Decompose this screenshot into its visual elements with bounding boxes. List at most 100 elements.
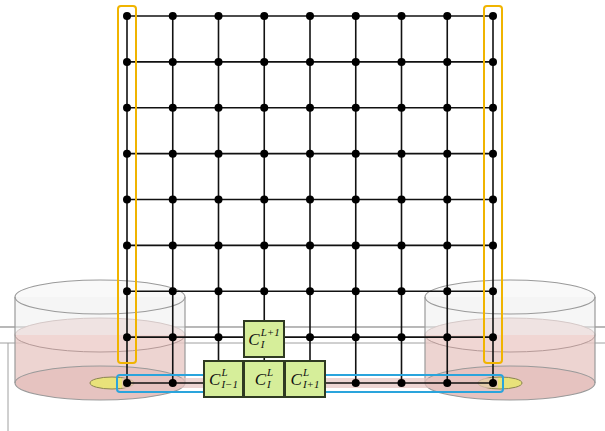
grid-node (398, 12, 406, 20)
concentration-cell: CLI+1 (284, 360, 326, 398)
grid-node (352, 104, 360, 112)
grid-node (489, 196, 497, 204)
grid-node (443, 241, 451, 249)
grid-node (215, 104, 223, 112)
grid-node (260, 287, 268, 295)
index-stack: L+1I (261, 327, 280, 350)
left-boundary-box (118, 6, 136, 363)
grid-node (489, 104, 497, 112)
grid-node (169, 196, 177, 204)
grid-node (398, 241, 406, 249)
grid-node (443, 150, 451, 158)
right-well (425, 280, 595, 400)
variable-symbol: C (248, 331, 259, 348)
cell-label: CL+1I (248, 327, 279, 350)
index-stack: LI (267, 367, 273, 390)
concentration-cell: CL+1I (243, 320, 285, 358)
grid-node (215, 287, 223, 295)
grid-node (352, 196, 360, 204)
grid-node (306, 287, 314, 295)
concentration-cell: CLI (243, 360, 285, 398)
grid-node (489, 287, 497, 295)
grid-node (489, 241, 497, 249)
grid-node (398, 150, 406, 158)
grid-node (215, 58, 223, 66)
index-stack: LI−1 (221, 367, 238, 390)
subscript-index: I (267, 379, 273, 391)
grid-node (489, 12, 497, 20)
grid-node (443, 12, 451, 20)
grid-node (398, 196, 406, 204)
grid-node (306, 333, 314, 341)
grid-node (306, 150, 314, 158)
grid-node (443, 196, 451, 204)
cell-label: CLI+1 (291, 367, 320, 390)
grid-node (215, 12, 223, 20)
grid-node (123, 379, 131, 387)
grid-node (123, 196, 131, 204)
grid-node (169, 287, 177, 295)
grid-node (489, 150, 497, 158)
grid-node (352, 58, 360, 66)
cell-label: CLI−1 (209, 367, 238, 390)
grid-node (489, 333, 497, 341)
grid-node (443, 379, 451, 387)
grid-node (215, 150, 223, 158)
grid-node (398, 104, 406, 112)
grid-node (260, 196, 268, 204)
grid-node (169, 104, 177, 112)
grid-node (169, 333, 177, 341)
superscript-index: L+1 (261, 327, 280, 339)
grid-node (260, 241, 268, 249)
grid-node (306, 58, 314, 66)
grid-node (489, 58, 497, 66)
grid-node (169, 58, 177, 66)
grid-node (352, 333, 360, 341)
grid-node (123, 12, 131, 20)
variable-symbol: C (209, 371, 220, 388)
grid-node (398, 379, 406, 387)
grid-node (260, 58, 268, 66)
grid-node (398, 333, 406, 341)
grid-node (123, 333, 131, 341)
subscript-index: I (261, 339, 280, 351)
grid-node (306, 12, 314, 20)
grid-node (123, 287, 131, 295)
grid-node (215, 196, 223, 204)
grid-node (260, 150, 268, 158)
grid-node (352, 12, 360, 20)
variable-symbol: C (255, 371, 266, 388)
grid-node (443, 287, 451, 295)
grid-node (123, 150, 131, 158)
grid-node (489, 379, 497, 387)
grid-node (443, 333, 451, 341)
grid-node (215, 333, 223, 341)
grid-node (352, 241, 360, 249)
grid-node (352, 150, 360, 158)
grid-node (352, 287, 360, 295)
grid-node (169, 241, 177, 249)
right-boundary-box (484, 6, 502, 363)
grid-node (306, 196, 314, 204)
grid-node (260, 12, 268, 20)
grid-node (306, 104, 314, 112)
grid-node (398, 287, 406, 295)
subscript-index: I+1 (303, 379, 320, 391)
variable-symbol: C (291, 371, 302, 388)
grid-node (123, 241, 131, 249)
grid-node (443, 58, 451, 66)
subscript-index: I−1 (221, 379, 238, 391)
concentration-cell: CLI−1 (203, 360, 244, 398)
grid-node (169, 150, 177, 158)
grid-node (215, 241, 223, 249)
cell-label: CLI (255, 367, 273, 390)
index-stack: LI+1 (303, 367, 320, 390)
grid-node (123, 104, 131, 112)
grid-node (123, 58, 131, 66)
grid-node (260, 104, 268, 112)
grid-node (352, 379, 360, 387)
grid-node (398, 58, 406, 66)
grid-node (169, 379, 177, 387)
grid-node (306, 241, 314, 249)
grid-node (443, 104, 451, 112)
